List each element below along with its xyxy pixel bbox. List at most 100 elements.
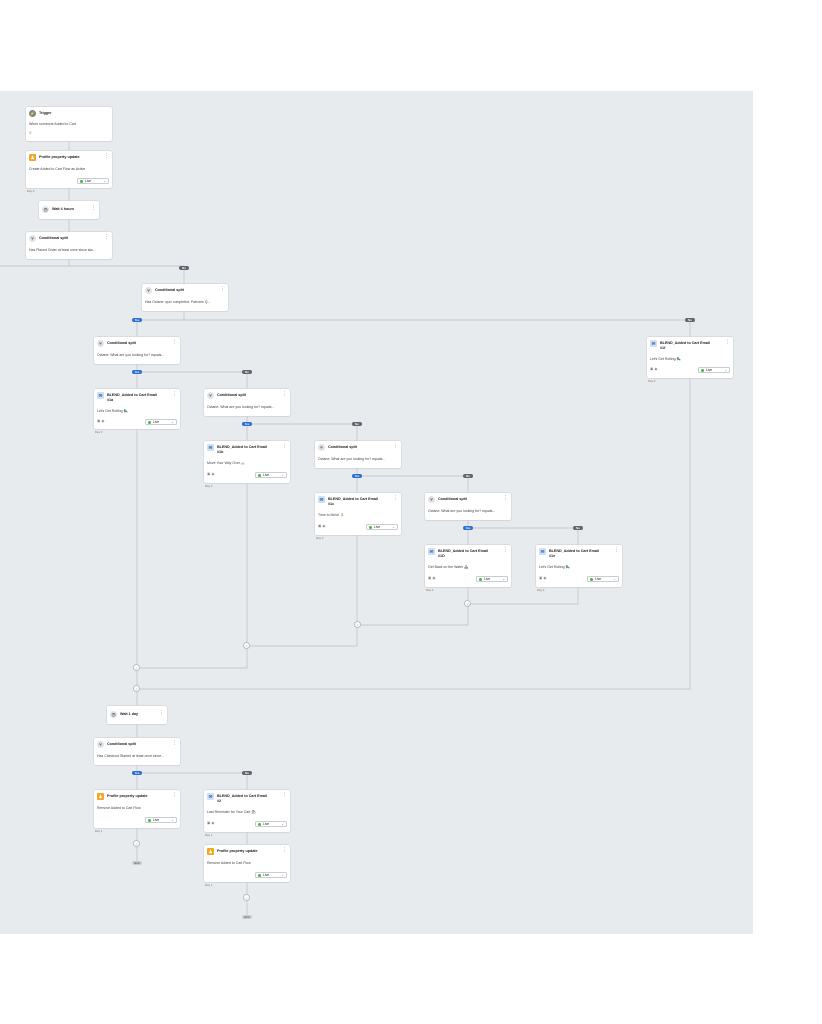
no-badge: No: [685, 318, 695, 322]
conditional-split-node[interactable]: ⑂ Conditional split ⋮ Octane: What are y…: [94, 337, 180, 364]
preview-icons[interactable]: ▣◉: [318, 524, 327, 528]
profile-update-node[interactable]: ♟ Profile property update ⋮ Remove Added…: [94, 790, 180, 828]
status-dropdown[interactable]: Live⌄: [145, 817, 177, 823]
node-title: BLEND_Added to Cart Email #1f: [660, 341, 710, 350]
split-icon: ⑂: [318, 444, 325, 451]
chevron-down-icon: ⌄: [171, 817, 174, 822]
email-node[interactable]: ✉ BLEND_Added to Cart Email #1a ⋮ Let's …: [94, 389, 180, 429]
split-icon: ⑂: [145, 287, 152, 294]
preview-icons[interactable]: ▣◉: [539, 576, 548, 580]
day-label: Day 1: [205, 883, 213, 887]
email-icon: ✉: [97, 392, 104, 399]
email-node[interactable]: ✉ BLEND_Added to Cart Email #1f ⋮ Let's …: [647, 337, 733, 378]
node-title: BLEND_Added to Cart Email #2: [217, 794, 267, 803]
chevron-down-icon: ⌄: [392, 524, 395, 529]
more-icon[interactable]: ⋮: [91, 205, 96, 211]
email-node[interactable]: ✉ BLEND_Added to Cart Email #2 ⋮ Last Re…: [204, 790, 290, 832]
more-icon[interactable]: ⋮: [172, 792, 177, 798]
node-desc: Move Your Way Over 🚲: [207, 461, 246, 465]
email-node[interactable]: ✉ BLEND_Added to Cart Email #1c ⋮ Time t…: [315, 493, 401, 535]
preview-icons[interactable]: ▣◉: [650, 367, 659, 371]
more-icon[interactable]: ⋮: [503, 495, 508, 501]
more-icon[interactable]: ⋮: [282, 443, 287, 449]
node-title: Wait 4 hours: [52, 207, 74, 211]
more-icon[interactable]: ⋮: [614, 547, 619, 553]
trigger-node[interactable]: ⚡ Trigger When someone Added to Cart ⚲: [26, 107, 112, 141]
conditional-split-node[interactable]: ⑂ Conditional split ⋮ Has Octane: quiz c…: [142, 284, 228, 311]
conditional-split-node[interactable]: ⑂ Conditional split ⋮ Octane: What are y…: [425, 493, 511, 520]
more-icon[interactable]: ⋮: [282, 391, 287, 397]
yes-badge: Yes: [463, 526, 473, 530]
chevron-down-icon: ⌄: [103, 178, 106, 183]
node-desc: Last Reminder for Your Cart 🛍: [207, 810, 256, 814]
email-node[interactable]: ✉ BLEND_Added to Cart Email #1D ⋮ Get Ba…: [425, 545, 511, 587]
status-dropdown[interactable]: Live⌄: [255, 872, 287, 878]
status-dropdown[interactable]: Live⌄: [255, 821, 287, 827]
status-dropdown[interactable]: Live⌄: [255, 472, 287, 478]
merge-point: ⑂: [354, 621, 361, 628]
more-icon[interactable]: ⋮: [725, 339, 730, 345]
no-badge: No: [573, 526, 583, 530]
status-dropdown[interactable]: Live⌄: [77, 178, 109, 184]
no-badge: No: [463, 474, 473, 478]
node-desc: Remove Added to Cart Flow: [207, 861, 251, 865]
more-icon[interactable]: ⋮: [172, 339, 177, 345]
email-icon: ✉: [650, 340, 657, 347]
status-dropdown[interactable]: Live⌄: [698, 367, 730, 373]
yes-badge: Yes: [352, 474, 362, 478]
more-icon[interactable]: ⋮: [282, 847, 287, 853]
node-title: Conditional split: [328, 445, 357, 449]
more-icon[interactable]: ⋮: [104, 234, 109, 240]
status-dropdown[interactable]: Live⌄: [476, 576, 508, 582]
more-icon[interactable]: ⋮: [159, 710, 164, 716]
more-icon[interactable]: ⋮: [104, 153, 109, 159]
profile-icon: ♟: [29, 154, 36, 161]
wait-node[interactable]: ◷ Wait 4 hours ⋮: [39, 201, 99, 219]
more-icon[interactable]: ⋮: [172, 740, 177, 746]
status-dropdown[interactable]: Live⌄: [145, 419, 177, 425]
more-icon[interactable]: ⋮: [282, 792, 287, 798]
split-icon: ⑂: [97, 340, 104, 347]
preview-icons[interactable]: ▣◉: [428, 576, 437, 580]
status-dropdown[interactable]: Live⌄: [587, 576, 619, 582]
more-icon[interactable]: ⋮: [503, 547, 508, 553]
day-label: Day 0: [426, 588, 434, 592]
split-icon: ⑂: [428, 496, 435, 503]
email-node[interactable]: ✉ BLEND_Added to Cart Email #1e ⋮ Let's …: [536, 545, 622, 587]
node-desc: Octane: What are you looking for? equals…: [97, 353, 165, 357]
wait-node[interactable]: ◷ Wait 1 day ⋮: [107, 706, 167, 724]
conditional-split-node[interactable]: ⑂ Conditional split ⋮ Has Placed Order a…: [26, 232, 112, 259]
no-badge: No: [179, 266, 189, 270]
preview-icons[interactable]: ▣◉: [97, 419, 106, 423]
yes-badge: Yes: [132, 318, 142, 322]
merge-point: ⑂: [133, 664, 140, 671]
more-icon[interactable]: ⋮: [220, 286, 225, 292]
conditional-split-node[interactable]: ⑂ Conditional split ⋮ Octane: What are y…: [204, 389, 290, 416]
profile-update-node[interactable]: ♟ Profile property update ⋮ Create Added…: [26, 151, 112, 188]
node-desc: Has Placed Order at least once since sta…: [29, 248, 96, 252]
yes-badge: Yes: [242, 422, 252, 426]
node-desc: When someone Added to Cart: [29, 122, 76, 126]
end-badge: End: [132, 861, 142, 865]
more-icon[interactable]: ⋮: [393, 443, 398, 449]
more-icon[interactable]: ⋮: [172, 391, 177, 397]
more-icon[interactable]: ⋮: [393, 495, 398, 501]
node-title: BLEND_Added to Cart Email #1a: [107, 393, 157, 402]
day-label: Day 1: [205, 833, 213, 837]
conditional-split-node[interactable]: ⑂ Conditional split ⋮ Octane: What are y…: [315, 441, 401, 468]
node-title: Profile property update: [217, 849, 258, 853]
chevron-down-icon: ⌄: [281, 821, 284, 826]
profile-icon: ♟: [97, 793, 104, 800]
split-icon: ⑂: [29, 235, 36, 242]
status-dropdown[interactable]: Live⌄: [366, 524, 398, 530]
chevron-down-icon: ⌄: [171, 419, 174, 424]
preview-icons[interactable]: ▣◉: [207, 472, 216, 476]
conditional-split-node[interactable]: ⑂ Conditional split ⋮ Has Checkout Start…: [94, 738, 180, 765]
preview-icons[interactable]: ▣◉: [207, 821, 216, 825]
node-title: Profile property update: [107, 794, 148, 798]
profile-update-node[interactable]: ♟ Profile property update ⋮ Remove Added…: [204, 845, 290, 882]
node-desc: Let's Get Rolling 🛼: [97, 409, 128, 413]
node-title: BLEND_Added to Cart Email #1b: [217, 445, 267, 454]
email-node[interactable]: ✉ BLEND_Added to Cart Email #1b ⋮ Move Y…: [204, 441, 290, 483]
node-title: BLEND_Added to Cart Email #1e: [549, 549, 599, 558]
